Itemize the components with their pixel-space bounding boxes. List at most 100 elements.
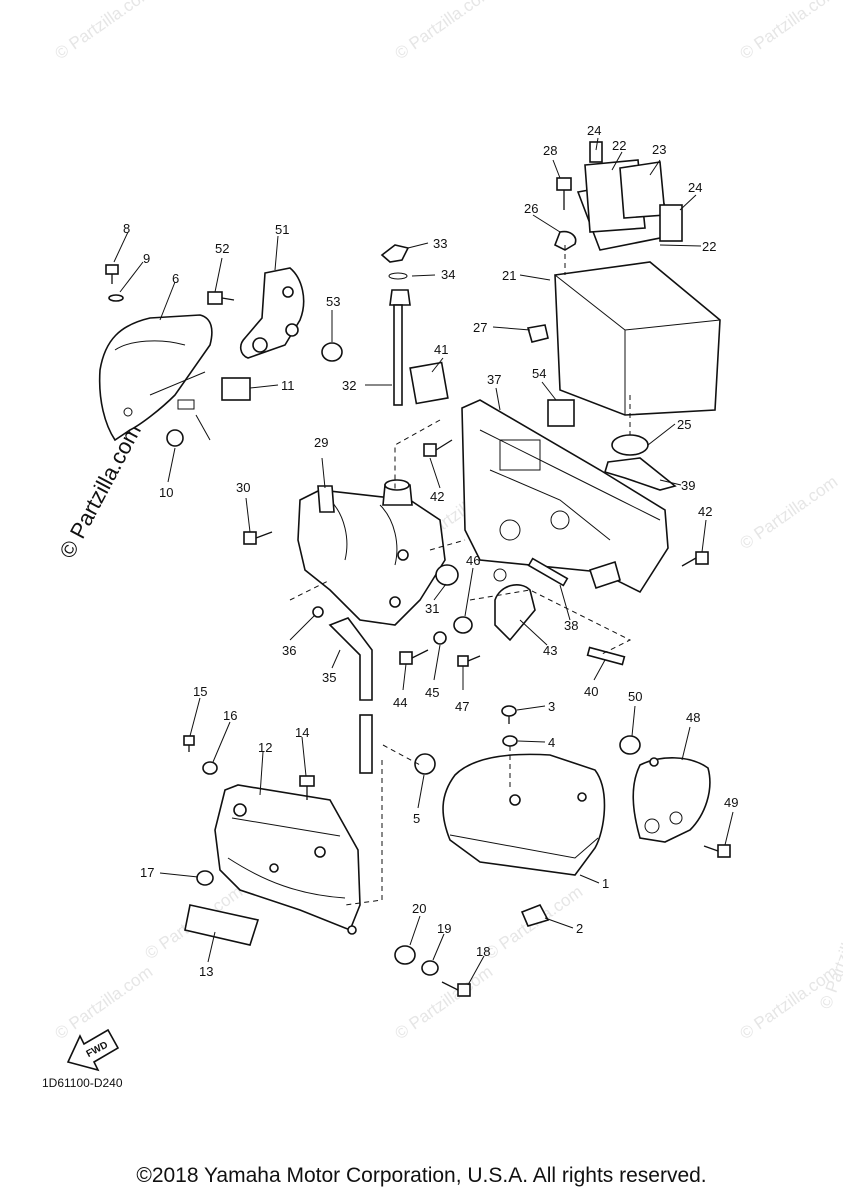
callout-8: 8 bbox=[123, 221, 130, 236]
part-43-clamp bbox=[494, 584, 536, 642]
callout-labels: 1 2 3 4 5 6 8 9 10 11 12 13 14 15 16 17 … bbox=[123, 123, 738, 979]
part-40-strip bbox=[586, 646, 626, 666]
callout-21: 21 bbox=[502, 268, 516, 283]
callout-1: 1 bbox=[602, 876, 609, 891]
callout-32: 32 bbox=[342, 378, 356, 393]
callout-22a: 22 bbox=[612, 138, 626, 153]
part-3-screw bbox=[501, 705, 517, 724]
callout-3: 3 bbox=[548, 699, 555, 714]
part-31-grommet bbox=[435, 564, 459, 586]
part-36-clip bbox=[312, 606, 324, 618]
watermark-text: © Partzilla.com bbox=[736, 472, 841, 553]
part-19-collar bbox=[421, 960, 439, 976]
part-46-grommet bbox=[453, 616, 473, 634]
callout-27: 27 bbox=[473, 320, 487, 335]
part-17-grommet bbox=[196, 870, 214, 886]
callout-30: 30 bbox=[236, 480, 250, 495]
callout-38: 38 bbox=[564, 618, 578, 633]
part-32-33-34-breather bbox=[380, 244, 411, 406]
part-5-grommet bbox=[414, 753, 436, 775]
watermark-text: © Partzilla.com bbox=[736, 0, 841, 63]
callout-26: 26 bbox=[524, 201, 538, 216]
part-1-side-cover bbox=[442, 753, 606, 927]
callout-45: 45 bbox=[425, 685, 439, 700]
watermark-text: © Partzilla.com bbox=[51, 962, 156, 1043]
callout-22b: 22 bbox=[702, 239, 716, 254]
callout-47: 47 bbox=[455, 699, 469, 714]
callout-13: 13 bbox=[199, 964, 213, 979]
callout-41: 41 bbox=[434, 342, 448, 357]
callout-28: 28 bbox=[543, 143, 557, 158]
callout-43: 43 bbox=[543, 643, 557, 658]
part-6-left-cover bbox=[98, 314, 213, 447]
callout-19: 19 bbox=[437, 921, 451, 936]
callout-17: 17 bbox=[140, 865, 154, 880]
part-15-screw bbox=[183, 735, 195, 752]
part-48-cover bbox=[619, 735, 731, 858]
callout-50: 50 bbox=[628, 689, 642, 704]
callout-42b: 42 bbox=[698, 504, 712, 519]
part-29-reservoir-tank bbox=[297, 479, 446, 626]
part-8-bolt bbox=[105, 264, 124, 302]
callout-11: 11 bbox=[281, 378, 295, 393]
part-51-bracket bbox=[207, 267, 343, 362]
callout-16: 16 bbox=[223, 708, 237, 723]
fwd-arrow: FWD bbox=[66, 1028, 120, 1072]
diagram-code: 1D61100-D240 bbox=[42, 1076, 123, 1090]
callout-39: 39 bbox=[681, 478, 695, 493]
callout-23: 23 bbox=[652, 142, 666, 157]
part-42-bolt bbox=[423, 439, 709, 567]
callout-48: 48 bbox=[686, 710, 700, 725]
callout-15: 15 bbox=[193, 684, 207, 699]
callout-37: 37 bbox=[487, 372, 501, 387]
callout-25: 25 bbox=[677, 417, 691, 432]
callout-20: 20 bbox=[412, 901, 426, 916]
callout-18: 18 bbox=[476, 944, 490, 959]
callout-12: 12 bbox=[258, 740, 272, 755]
callout-31: 31 bbox=[425, 601, 439, 616]
callout-52: 52 bbox=[215, 241, 229, 256]
part-35-hose bbox=[328, 617, 373, 701]
watermark-text: © Partzilla.com bbox=[51, 0, 156, 63]
part-20-grommet bbox=[394, 945, 416, 965]
copyright-text: ©2018 Yamaha Motor Corporation, U.S.A. A… bbox=[136, 1164, 707, 1187]
part-21-battery-box bbox=[526, 141, 721, 491]
part-41-pad bbox=[409, 361, 449, 405]
part-16-washer bbox=[202, 761, 218, 775]
watermark-text: © Partzilla.com bbox=[816, 897, 843, 1011]
part-11-pad bbox=[221, 377, 251, 401]
callout-36: 36 bbox=[282, 643, 296, 658]
part-13-pad bbox=[184, 904, 260, 946]
callout-2: 2 bbox=[576, 921, 583, 936]
callout-5: 5 bbox=[413, 811, 420, 826]
callout-40: 40 bbox=[584, 684, 598, 699]
callout-42a: 42 bbox=[430, 489, 444, 504]
part-37-frame-bracket bbox=[461, 399, 669, 594]
callout-24b: 24 bbox=[688, 180, 702, 195]
part-38-strip bbox=[527, 557, 569, 587]
watermark-text: © Partzilla.com bbox=[391, 0, 496, 63]
callout-34: 34 bbox=[441, 267, 455, 282]
part-54-pad bbox=[547, 399, 575, 427]
callout-51: 51 bbox=[275, 222, 289, 237]
callout-53: 53 bbox=[326, 294, 340, 309]
watermarks: © Partzilla.com © Partzilla.com © Partzi… bbox=[51, 0, 843, 1043]
callout-35: 35 bbox=[322, 670, 336, 685]
part-45-collar bbox=[433, 631, 447, 645]
callout-29: 29 bbox=[314, 435, 328, 450]
part-12-left-cover bbox=[214, 784, 361, 935]
callout-44: 44 bbox=[393, 695, 407, 710]
callout-49: 49 bbox=[724, 795, 738, 810]
part-14-bolt bbox=[299, 775, 315, 800]
callout-10: 10 bbox=[159, 485, 173, 500]
leader-lines bbox=[113, 137, 734, 986]
callout-6: 6 bbox=[172, 271, 179, 286]
callout-33: 33 bbox=[433, 236, 447, 251]
watermark-text: © Partzilla.com bbox=[391, 962, 496, 1043]
part-30-bolt bbox=[243, 531, 273, 545]
callout-46: 46 bbox=[466, 553, 480, 568]
callout-24a: 24 bbox=[587, 123, 601, 138]
part-4-washer bbox=[502, 735, 518, 747]
callout-9: 9 bbox=[143, 251, 150, 266]
